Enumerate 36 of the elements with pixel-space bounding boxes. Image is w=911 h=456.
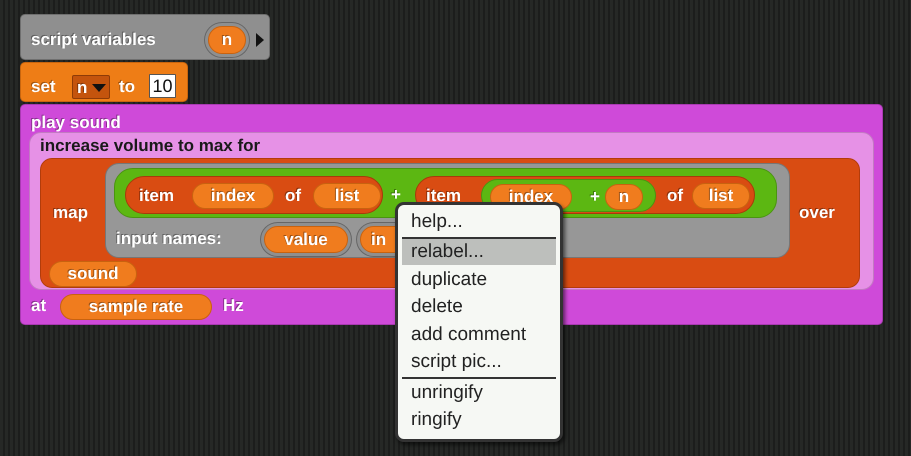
menu-item: delete (410, 295, 464, 319)
variable-pill: n (605, 184, 643, 210)
menu-item: ringify (410, 408, 463, 432)
block-label: to (119, 77, 136, 97)
variable-pill: list (692, 183, 750, 209)
set-block (20, 62, 188, 102)
script-variables-block (20, 14, 270, 60)
block-label: of (285, 186, 302, 206)
dropdown-field (72, 75, 110, 99)
menu-item: add comment (410, 323, 528, 347)
menu-item: relabel... (402, 239, 556, 265)
context-menu (395, 202, 563, 442)
variable-pill: sound (49, 261, 137, 287)
block-label: set (31, 77, 56, 97)
block-label: map (53, 203, 88, 223)
block-label: play sound (31, 113, 121, 133)
block-label: script variables (31, 30, 156, 50)
block-label: Hz (223, 296, 244, 316)
block-label: increase volume to max for (40, 136, 260, 156)
item-block (125, 176, 383, 214)
variable-pill: index (192, 183, 274, 209)
block-label: item (426, 186, 461, 206)
block-label: n (77, 78, 88, 98)
block-label: of (667, 186, 684, 206)
variable-pill: list (313, 183, 381, 209)
menu-item: duplicate (410, 268, 488, 292)
menu-item: unringify (410, 381, 484, 405)
menu-item: script pic... (410, 350, 503, 374)
block-label: over (799, 203, 835, 223)
number-field: 10 (149, 74, 176, 98)
block-label: input names: (116, 229, 222, 249)
block-label: + (391, 185, 401, 205)
variable-pill: sample rate (60, 294, 212, 320)
block-label: at (31, 296, 46, 316)
block-label: item (139, 186, 174, 206)
block-label: + (590, 187, 600, 207)
